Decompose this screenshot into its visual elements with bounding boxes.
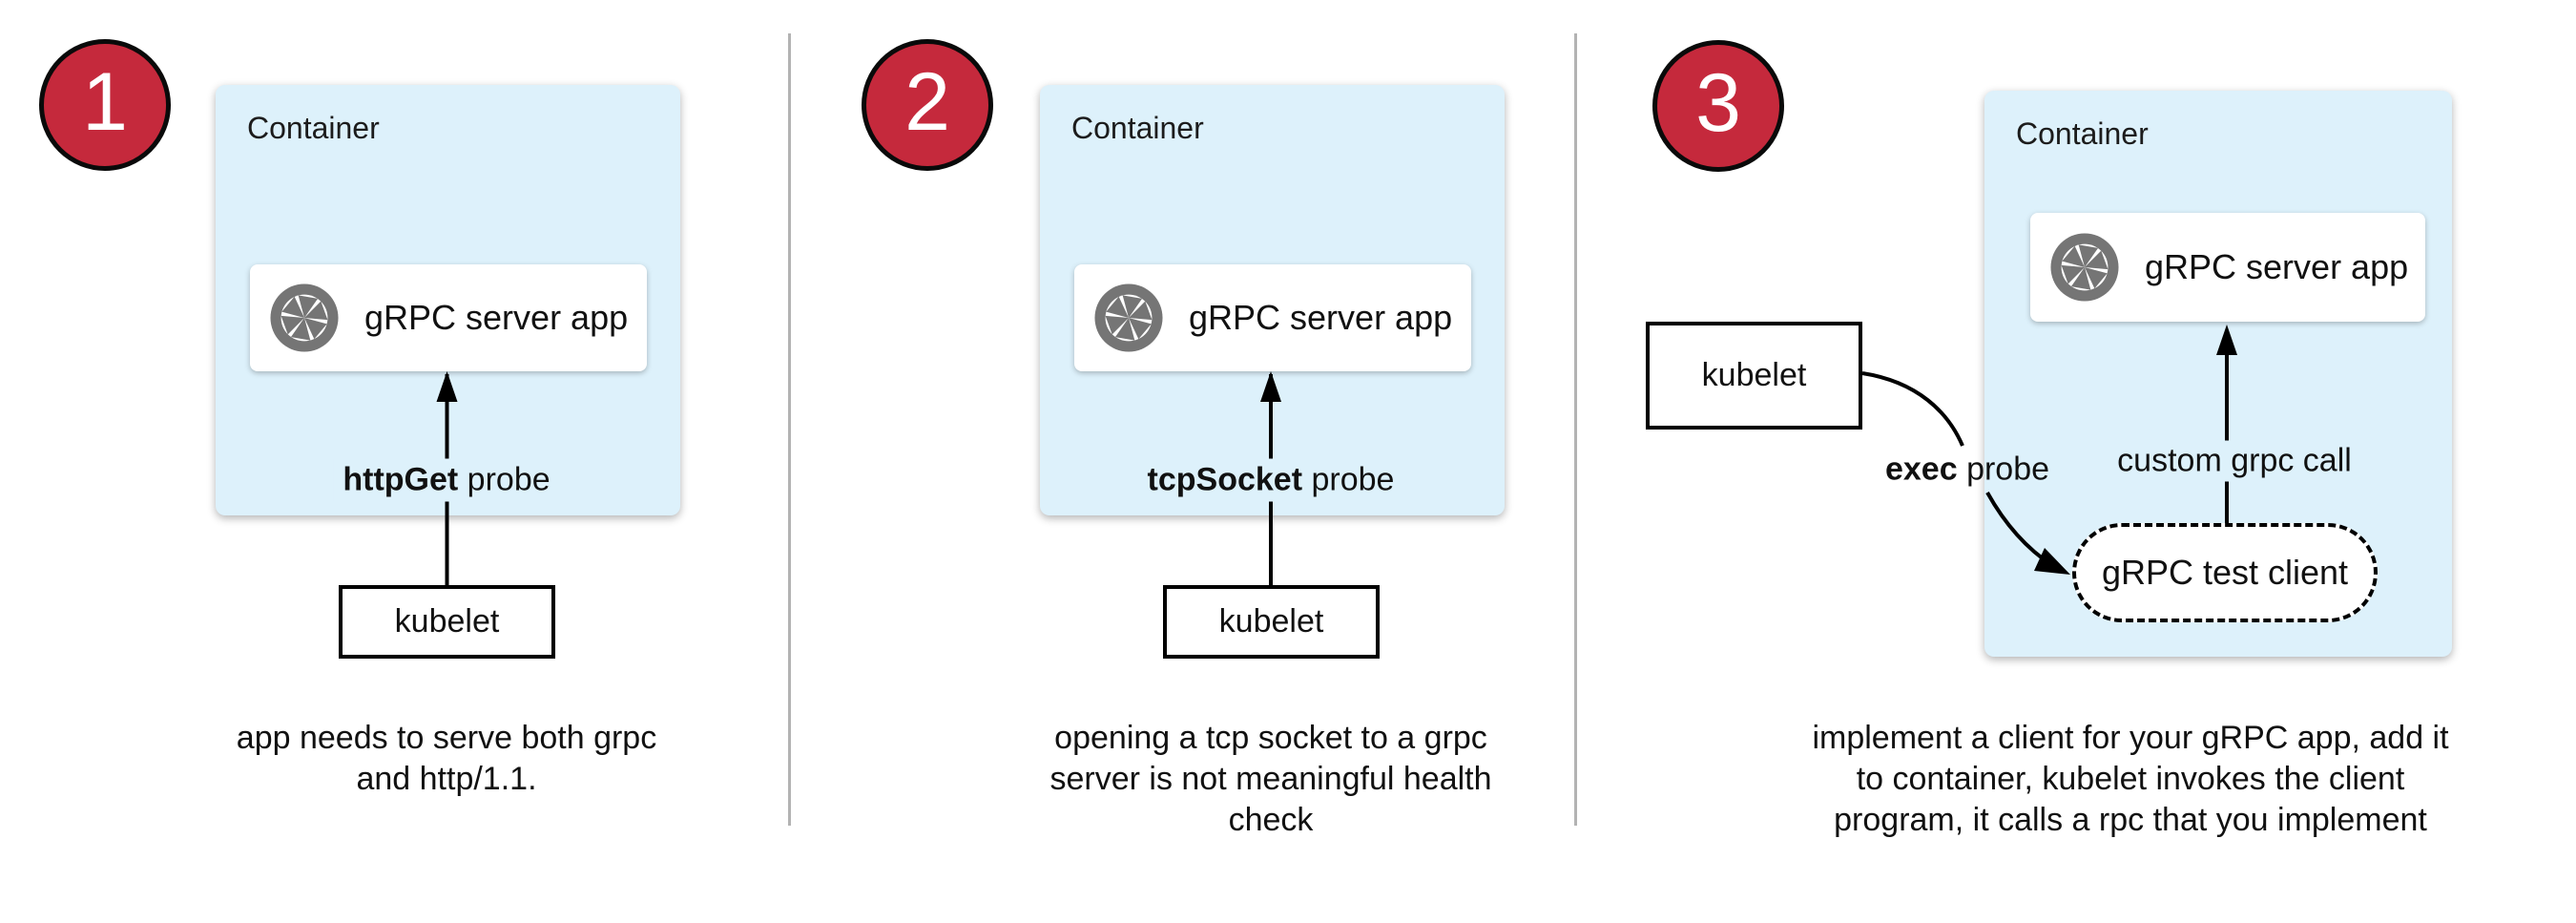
grpc-test-client-label: gRPC test client bbox=[2101, 553, 2349, 592]
step-badge-1: 1 bbox=[39, 39, 171, 171]
container-label: Container bbox=[2016, 116, 2149, 151]
kubelet-box-1: kubelet bbox=[339, 585, 555, 659]
panel-divider-1 bbox=[788, 33, 791, 826]
container-label: Container bbox=[247, 111, 380, 145]
grpc-server-app-label: gRPC server app bbox=[364, 298, 629, 337]
tcpsocket-probe-label: tcpSocket probe bbox=[1137, 458, 1404, 502]
exec-probe-arrowhead bbox=[2034, 548, 2070, 575]
grpc-server-app-box-2: gRPC server app bbox=[1074, 264, 1471, 371]
kubelet-box-2: kubelet bbox=[1163, 585, 1380, 659]
step-badge-2: 2 bbox=[862, 39, 993, 171]
grpc-server-app-label: gRPC server app bbox=[1189, 298, 1453, 337]
kubelet-label: kubelet bbox=[394, 603, 500, 640]
panel-caption-3: implement a client for your gRPC app, ad… bbox=[1812, 720, 2449, 838]
container-label: Container bbox=[1071, 111, 1204, 145]
grpc-server-app-label: gRPC server app bbox=[2145, 247, 2409, 286]
probe-arrowhead-1 bbox=[436, 371, 458, 402]
panel-divider-2 bbox=[1574, 33, 1577, 826]
httpget-probe-label: httpGet probe bbox=[333, 458, 560, 502]
step-number: 1 bbox=[82, 56, 128, 148]
panel-caption-1: app needs to serve both grpc and http/1.… bbox=[236, 720, 657, 797]
step-number: 3 bbox=[1695, 57, 1741, 149]
aperture-icon bbox=[270, 283, 339, 352]
custom-grpc-call-label: custom grpc call bbox=[2109, 440, 2359, 482]
probe-arrowhead-2 bbox=[1260, 371, 1281, 402]
grpc-server-app-box-3: gRPC server app bbox=[2030, 213, 2425, 322]
kubelet-label: kubelet bbox=[1701, 357, 1807, 393]
custom-grpc-call-arrowhead bbox=[2216, 325, 2237, 355]
exec-probe-curve-upper bbox=[1861, 371, 1964, 447]
panel-caption-2: opening a tcp socket to a grpc server is… bbox=[1049, 720, 1492, 838]
exec-probe-label: exec probe bbox=[1884, 451, 2050, 488]
grpc-test-client-box: gRPC test client bbox=[2072, 523, 2378, 622]
aperture-icon bbox=[2050, 233, 2119, 302]
step-badge-3: 3 bbox=[1652, 40, 1784, 172]
kubelet-label: kubelet bbox=[1218, 603, 1324, 640]
kubelet-box-3: kubelet bbox=[1646, 322, 1862, 430]
grpc-server-app-box-1: gRPC server app bbox=[250, 264, 647, 371]
step-number: 2 bbox=[904, 56, 950, 148]
aperture-icon bbox=[1094, 283, 1163, 352]
